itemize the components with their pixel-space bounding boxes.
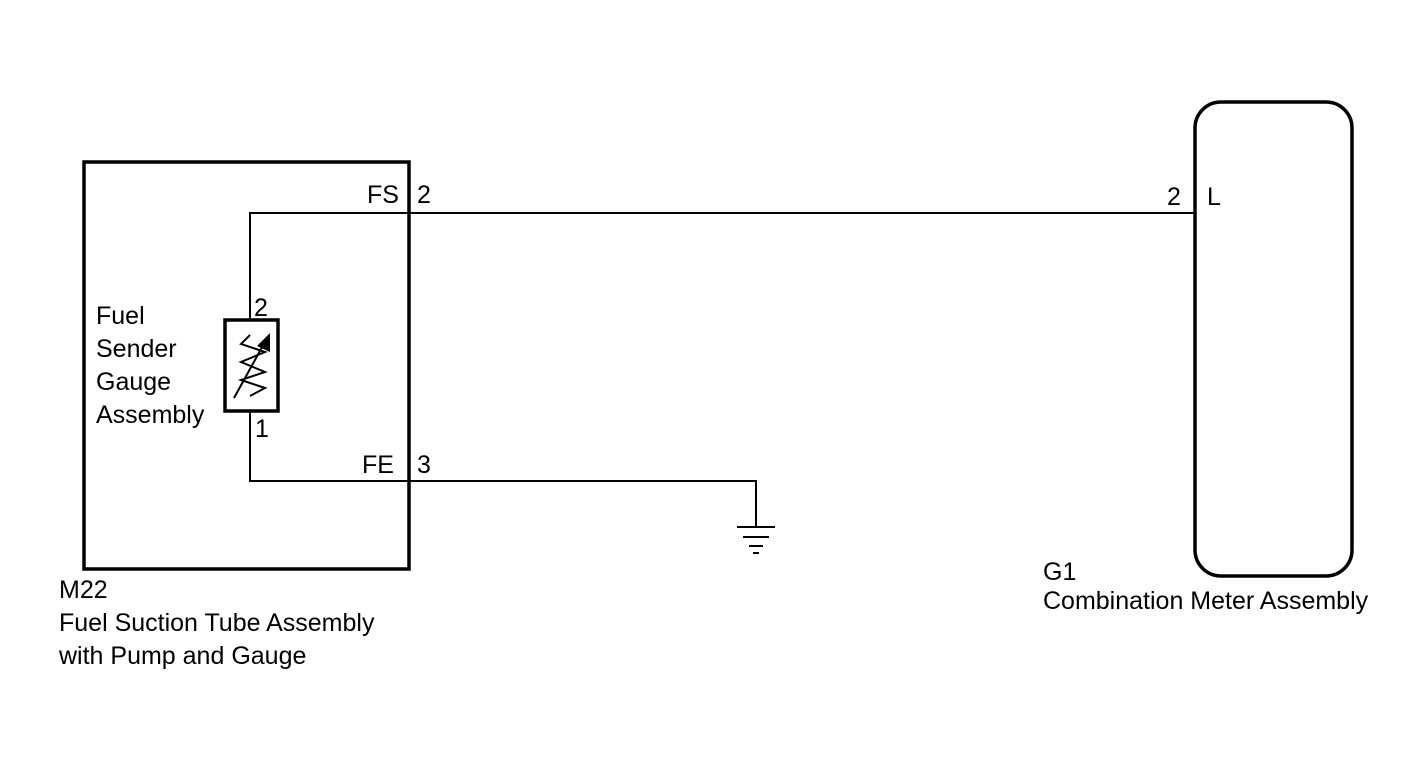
g1-pin-name: L	[1207, 183, 1221, 211]
fuel-sender-label-line2: Sender	[96, 335, 177, 363]
m22-component-name-line2: with Pump and Gauge	[58, 642, 306, 670]
m22-component-box	[82, 160, 411, 571]
m22-component-name-line1: Fuel Suction Tube Assembly	[59, 609, 375, 637]
m22-pin-fe-number: 3	[417, 451, 431, 479]
g1-component-code: G1	[1043, 558, 1076, 586]
fuel-sender-pin-bottom: 1	[255, 415, 269, 443]
signal-wire-fs-to-l	[249, 212, 1195, 320]
g1-pin-number: 2	[1167, 183, 1181, 211]
m22-pin-fs-number: 2	[417, 181, 431, 209]
m22-pin-fs-name: FS	[367, 181, 399, 209]
fuel-sender-label-line3: Gauge	[96, 368, 171, 396]
ground-symbol-icon	[737, 526, 775, 554]
m22-pin-fe-name: FE	[362, 451, 394, 479]
ground-wire-fe	[249, 411, 757, 526]
g1-component-name: Combination Meter Assembly	[1043, 587, 1369, 615]
fuel-sender-label-line4: Assembly	[96, 401, 205, 429]
m22-component-code: M22	[59, 576, 108, 604]
fuel-sender-resistor-box	[223, 318, 280, 413]
fuel-sender-pin-top: 2	[254, 294, 268, 322]
variable-resistor-icon	[233, 333, 270, 399]
g1-combination-meter-box	[1193, 100, 1354, 578]
fuel-sender-label-line1: Fuel	[96, 302, 145, 330]
